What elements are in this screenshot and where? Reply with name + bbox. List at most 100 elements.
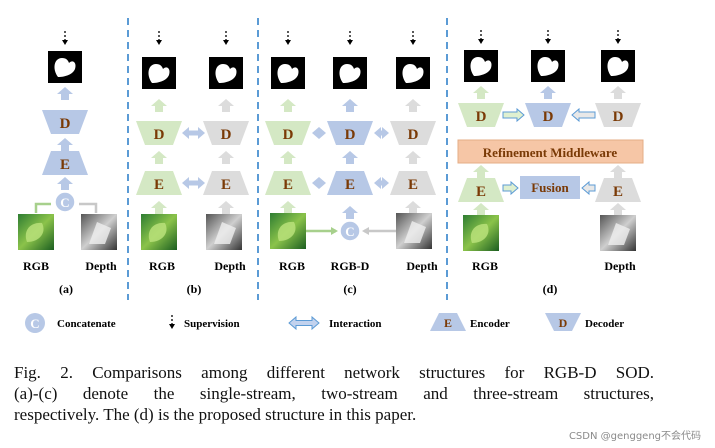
b-rgb-encoder-letter: E (154, 177, 164, 193)
b-depth-up-arrow-3 (218, 201, 234, 214)
b-depth-up-arrow-1 (218, 99, 234, 112)
d-fused-decoder (525, 103, 571, 127)
figure-caption: Fig. 2. Comparisons among different netw… (14, 362, 654, 425)
c-concat-letter: C (345, 224, 354, 239)
c-depth-decoder-letter: D (408, 127, 419, 143)
c-rgbd-supervision-head (347, 40, 353, 45)
b-depth-encoder (203, 171, 249, 195)
c-depth-up-arrow-3 (405, 201, 421, 214)
c-label-depth: Depth (406, 259, 438, 273)
a-concat-letter: C (60, 195, 69, 210)
legend-supervision-label: Supervision (184, 318, 240, 330)
d-depth-to-fusion-arrow (581, 180, 596, 196)
c-interaction-encoder-2 (374, 177, 389, 189)
d-fusion-label: Fusion (531, 180, 569, 195)
d-depth-encoder-letter: E (613, 184, 623, 200)
c-interaction-decoder-1 (312, 127, 326, 139)
c-rgb-link-head (331, 227, 338, 235)
d-fused-up-arrow-1 (540, 86, 556, 99)
a-up-arrow-1 (57, 87, 73, 100)
d-rgb-to-fusion-arrow (502, 180, 519, 196)
d-refinement-middleware-label: Refinement Middleware (483, 145, 618, 160)
c-rgb-supervision-head (285, 40, 291, 45)
caption-line-1: Fig. 2. Comparisons among different netw… (14, 363, 654, 382)
c-rgb-image-leaf (277, 221, 296, 241)
c-depth-gt-mask-shape (402, 64, 424, 83)
d-depth-supervision-head (615, 39, 621, 44)
c-rgb-up-arrow-1 (280, 99, 296, 112)
legend-concat-glyph: C (30, 316, 39, 331)
c-depth-link-head (362, 227, 369, 235)
legend-interaction-label: Interaction (329, 318, 382, 330)
a-rgb-image-leaf (25, 222, 44, 242)
d-fusion-block (520, 176, 580, 199)
c-depth-encoder-letter: E (408, 177, 418, 193)
c-label-rgb: RGB (279, 259, 305, 273)
d-rgb-decoder-letter: D (476, 109, 487, 125)
b-rgb-gt-mask-shape (148, 64, 170, 83)
c-depth-supervision-head (410, 40, 416, 45)
a-up-arrow-3 (57, 177, 73, 190)
d-depth-image-shape (608, 223, 630, 245)
c-rgb-decoder (265, 121, 311, 145)
c-label-rgbd: RGB-D (331, 259, 370, 273)
a-depth-link (79, 202, 98, 213)
c-rgbd-decoder-letter: D (345, 127, 356, 143)
b-depth-decoder (203, 121, 249, 145)
caption-line-2: (a)-(c) denote the single-stream, two-st… (14, 384, 654, 403)
d-depth-decoder-letter: D (613, 109, 624, 125)
b-rgb-image-leaf (148, 222, 167, 242)
a-decoder (42, 110, 88, 134)
watermark: CSDN @genggeng不会代码 (568, 431, 701, 442)
a-label-depth: Depth (85, 259, 117, 273)
c-rgb-decoder-letter: D (283, 127, 294, 143)
d-rgb-up-arrow-3 (473, 203, 489, 216)
legend-encoder-label: Encoder (470, 318, 510, 330)
legend-decoder-icon (545, 313, 581, 331)
d-label-rgb: RGB (472, 259, 498, 273)
d-depth-up-arrow-3 (610, 203, 626, 216)
d-label-depth: Depth (604, 259, 636, 273)
c-rgb-up-arrow-2 (280, 151, 296, 164)
d-depth-up-arrow-2 (610, 165, 626, 178)
b-depth-up-arrow-2 (218, 151, 234, 164)
legend-decoder-glyph: D (559, 316, 568, 330)
c-rgbd-encoder (327, 171, 373, 195)
d-fused-decoder-letter: D (543, 109, 554, 125)
c-interaction-encoder-1 (312, 177, 326, 189)
b-rgb-up-arrow-3 (151, 201, 167, 214)
d-fused-supervision-head (545, 39, 551, 44)
legend-interaction-icon (288, 315, 320, 331)
c-depth-decoder (390, 121, 436, 145)
c-rgbd-decoder (327, 121, 373, 145)
c-caption-label: (c) (343, 282, 356, 296)
c-rgbd-up-arrow-3 (342, 206, 358, 219)
b-depth-decoder-letter: D (221, 127, 232, 143)
a-encoder-letter: E (60, 157, 70, 173)
a-depth-image-shape (89, 222, 111, 244)
b-interaction-encoder (182, 177, 205, 189)
a-decoder-letter: D (60, 116, 71, 132)
d-rgb-to-fused-arrow (502, 107, 525, 123)
d-fused-gt-mask-shape (537, 57, 559, 76)
c-rgb-gt-mask-shape (277, 64, 299, 83)
c-rgbd-up-arrow-2 (342, 151, 358, 164)
d-depth-gt-mask-shape (607, 57, 629, 76)
b-rgb-up-arrow-2 (151, 151, 167, 164)
d-depth-decoder (595, 103, 641, 127)
a-supervision-head (62, 40, 68, 45)
legend-decoder-label: Decoder (585, 318, 624, 330)
b-interaction-decoder (182, 127, 205, 139)
b-depth-gt-mask-shape (215, 64, 237, 83)
a-concat (54, 191, 76, 213)
d-caption-label: (d) (543, 282, 558, 296)
b-caption-label: (b) (187, 282, 202, 296)
d-rgb-supervision-head (478, 39, 484, 44)
b-rgb-up-arrow-1 (151, 99, 167, 112)
d-depth-up-arrow-1 (610, 86, 626, 99)
d-refinement-middleware (457, 139, 644, 164)
c-depth-image-shape (404, 221, 426, 243)
a-up-arrow-2 (57, 138, 73, 151)
b-depth-encoder-letter: E (221, 177, 231, 193)
